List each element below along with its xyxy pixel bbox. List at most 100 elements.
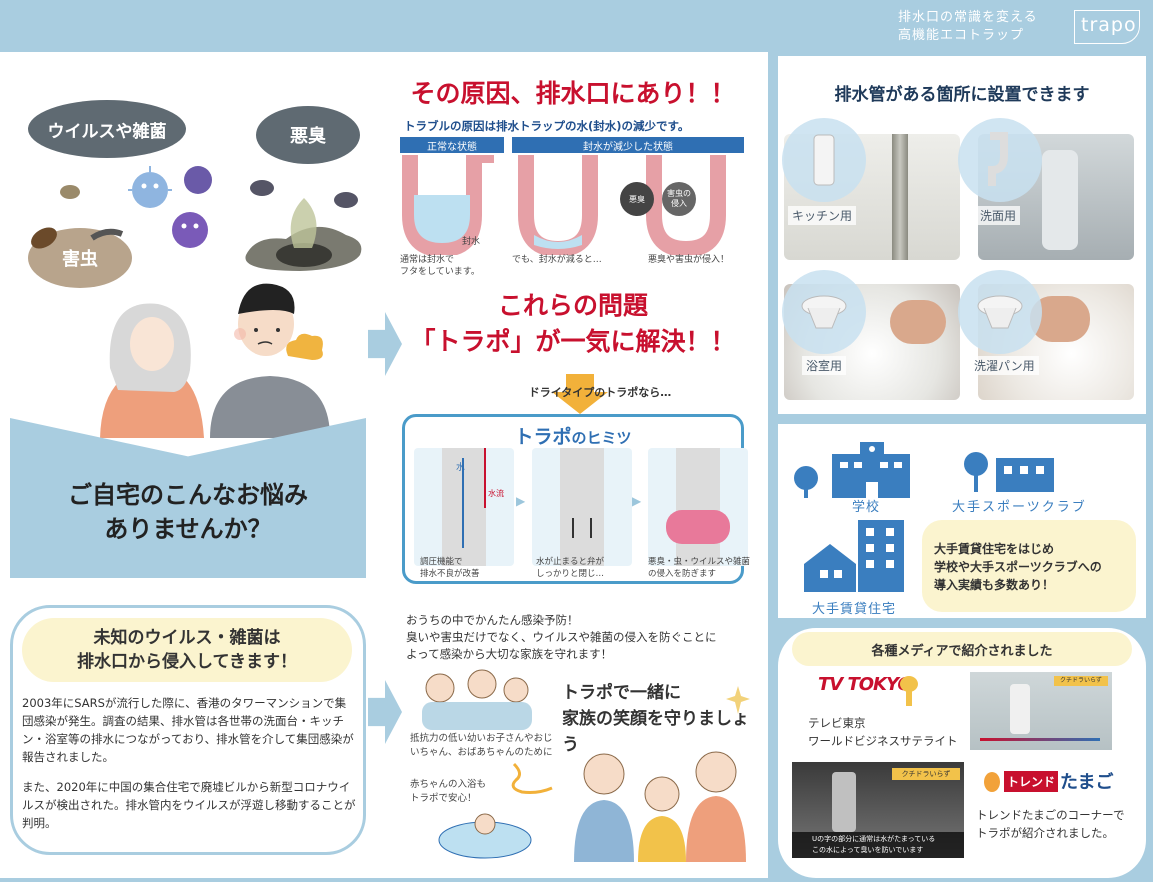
- trapo-logo[interactable]: trapo: [1074, 10, 1140, 44]
- normal-caption-2: フタをしています。: [400, 267, 480, 277]
- invade-caption: 悪臭や害虫が侵入！: [648, 255, 730, 265]
- protect-line2: 家族の笑顔を守りましょう: [562, 709, 749, 755]
- bathroom-label: 浴室用: [802, 356, 847, 375]
- protect-headline: トラポで一緒に 家族の笑顔を守りましょう: [562, 680, 762, 758]
- question-line2: ありませんか？: [104, 515, 272, 543]
- school-label: 学校: [852, 500, 881, 515]
- smell-tag: 悪臭: [620, 182, 654, 216]
- tv-screenshot-2: クチドラいらず Uの字の部分に通常は水がたまっている この水によって臭いを防いで…: [792, 762, 964, 858]
- warning-para1: 2003年にSARSが流行した際に、香港のタワーマンションで集団感染が発生。調査…: [22, 696, 354, 764]
- school-icon: [794, 442, 910, 498]
- kids-caption: 抵抗力の低い幼いお子さんやおじ いちゃん、おばあちゃんのために: [410, 732, 553, 760]
- trap-diagram-normal: [402, 155, 494, 255]
- trend-caption-1: トレンドたまごのコーナーで: [976, 808, 1125, 822]
- smell-tag-text: 悪臭: [629, 194, 645, 204]
- washbasin-pipe: [1042, 150, 1078, 250]
- tv-tokyo-text: TV TOKYO: [818, 674, 913, 695]
- bubble-smell: 悪臭: [256, 106, 360, 164]
- trend-logo-a: トレンド: [1004, 770, 1059, 792]
- solve-line2: 「トラポ」が一気に解決！！: [410, 327, 736, 356]
- tv-screenshot-1: クチドラいらず: [970, 672, 1112, 750]
- warning-line1: 未知のウイルス・雑菌は: [93, 628, 281, 648]
- adoption-line3: 導入実績も多数あり！: [934, 578, 1055, 592]
- step3-caption-2: の侵入を防ぎます: [648, 569, 717, 579]
- bubble-pest: 害虫: [28, 228, 132, 288]
- baby-caption-1: 赤ちゃんの入浴も: [410, 779, 487, 790]
- pest-tag-text-2: 侵入: [671, 199, 687, 208]
- sparkle-icon: [726, 686, 750, 714]
- secret-step-2: [532, 448, 632, 566]
- bug-illustration: [31, 185, 124, 249]
- trend-caption-2: トラポが紹介されました。: [976, 826, 1114, 840]
- baby-caption-2: トラポで安心！: [410, 793, 477, 804]
- bubble-pest-label: 害虫: [62, 249, 98, 270]
- warning-headline: 未知のウイルス・雑菌は 排水口から侵入してきます！: [22, 618, 352, 682]
- trend-logo-b: たまご: [1060, 772, 1114, 793]
- normal-caption: 通常は封水で フタをしています。: [400, 254, 480, 278]
- normal-caption-1: 通常は封水で: [400, 255, 455, 265]
- warning-line2: 排水口から侵入してきます！: [77, 652, 297, 672]
- adoption-line1: 大手賃貸住宅をはじめ: [934, 542, 1055, 556]
- step1-caption-1: 調圧機能で: [420, 557, 463, 567]
- media-title-bar: 各種メディアで紹介されました: [792, 632, 1132, 666]
- tv-tokyo-logo: TV TOKYO: [818, 674, 928, 708]
- tagline-line2: 高機能エコトラップ: [898, 28, 1025, 43]
- washbasin-trap-icon: [958, 118, 1042, 202]
- laundry-label: 洗濯パン用: [970, 356, 1039, 375]
- step-arrow-2: ▶: [632, 494, 642, 508]
- question-line1: ご自宅のこんなお悩み: [68, 481, 308, 509]
- trend-caption: トレンドたまごのコーナーで トラポが紹介されました。: [976, 806, 1124, 842]
- family-intro-2: 臭いや害虫だけでなく、ウイルスや雑菌の侵入を防ぐことに: [406, 630, 717, 644]
- kitchen-label: キッチン用: [788, 206, 857, 225]
- sports-club-icon: [964, 452, 1054, 492]
- family-intro: おうちの中でかんたん感染予防！ 臭いや害虫だけでなく、ウイルスや雑菌の侵入を防ぐ…: [406, 612, 756, 663]
- step1-caption: 調圧機能で 排水不良が改善: [420, 556, 480, 580]
- step-arrow-1: ▶: [516, 494, 526, 508]
- logo-text: trapo: [1081, 14, 1137, 36]
- reduced-state-text: 封水が減少した状態: [583, 141, 673, 153]
- kids-caption-1: 抵抗力の低い幼いお子さんやおじ: [410, 733, 553, 744]
- secret-title: トラポのヒミツ: [402, 422, 744, 449]
- bubble-virus-label: ウイルスや雑菌: [47, 121, 167, 142]
- virus-illustration: [128, 166, 212, 248]
- install-title: 排水管がある箇所に設置できます: [834, 85, 1090, 105]
- normal-state-text: 正常な状態: [427, 141, 477, 153]
- step2-caption-2: しっかりと閉じ…: [536, 569, 605, 579]
- tv-tokyo-caption-1: テレビ東京: [808, 716, 866, 730]
- trend-tamago-logo: トレンド たまご: [982, 768, 1113, 794]
- trend-tamago-egg-icon: [984, 772, 1000, 792]
- washbasin-label: 洗面用: [976, 206, 1021, 225]
- solve-headline: これらの問題 「トラポ」が一気に解決！！: [392, 288, 754, 360]
- grandparents-illustration: [422, 669, 532, 730]
- squiggle-arrow-icon: [511, 762, 553, 794]
- media-title: 各種メディアで紹介されました: [871, 643, 1053, 659]
- warning-para2: また、2020年に中国の集合住宅で廃墟ビルから新型コロナウイルスが検出された。排…: [22, 780, 356, 830]
- step1-side: 水流: [488, 489, 504, 498]
- secret-title-b: のヒミツ: [571, 429, 632, 447]
- header-tagline: 排水口の常識を変える 高機能エコトラップ: [898, 9, 1068, 45]
- pest-tag: 害虫の 侵入: [662, 182, 696, 216]
- secret-title-a: トラポ: [514, 426, 572, 448]
- rental-label: 大手賃貸住宅: [812, 602, 897, 617]
- trap-diagram-reduced: [518, 155, 598, 255]
- solve-line1: これらの問題: [497, 291, 648, 320]
- worried-couple-illustration: [100, 283, 330, 438]
- kitchen-trap-icon: [782, 118, 866, 202]
- cause-subtitle: トラブルの原因は排水トラップの水(封水)の減少です。: [404, 119, 690, 133]
- baby-bath-illustration: [438, 813, 532, 859]
- question-text: ご自宅のこんなお悩み ありませんか？: [10, 472, 366, 552]
- tv-tokyo-mascot-icon: [900, 676, 918, 706]
- bathroom-hand: [890, 300, 946, 344]
- family-intro-1: おうちの中でかんたん感染予防！: [406, 613, 579, 627]
- bubble-smell-label: 悪臭: [290, 126, 326, 147]
- bubble-virus: ウイルスや雑菌: [28, 100, 186, 158]
- screen-banner-2: クチドラいらず: [892, 768, 960, 780]
- step3-caption: 悪臭・虫・ウイルスや雑菌 の侵入を防ぎます: [648, 556, 750, 580]
- dry-type-text: ドライタイプのトラポなら…: [528, 386, 672, 399]
- kitchen-pipe: [892, 134, 908, 260]
- smelly-drain-illustration: [245, 180, 362, 271]
- pest-tag-text-1: 害虫の: [667, 189, 691, 198]
- screen-caption-2: この水によって臭いを防いでいます: [812, 846, 924, 854]
- smell-cloud-icon: [286, 333, 323, 360]
- screen-banner-1: クチドラいらず: [1054, 676, 1108, 686]
